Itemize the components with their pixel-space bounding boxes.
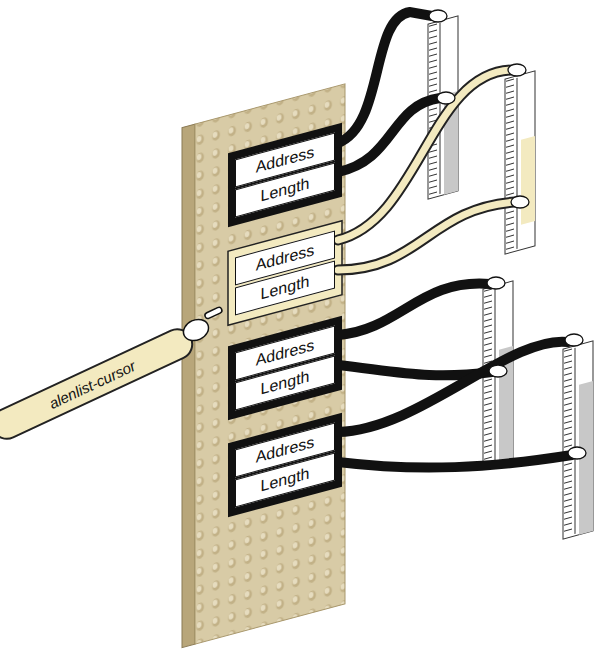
node-label: Length: [261, 367, 310, 398]
ruler-line: [439, 23, 440, 194]
address-cable: [338, 12, 432, 143]
address-cable: [338, 70, 512, 240]
ruler-ticks: [506, 80, 514, 251]
pegboard-face: [195, 84, 345, 644]
glove: [489, 365, 507, 377]
entry-frame-body: [228, 413, 342, 518]
pegboard: [182, 84, 345, 648]
node-label: Length: [261, 464, 310, 495]
glove-palm: [180, 315, 212, 344]
pegboard-edge: [182, 124, 195, 647]
ruler-body: [505, 71, 535, 254]
entry-frame: [228, 413, 342, 518]
cables: [338, 12, 572, 468]
pointing-hand: [180, 306, 223, 344]
glove: [487, 277, 505, 289]
ruler-fill: [521, 136, 535, 225]
glove: [429, 10, 447, 22]
entry-frame-body: [228, 123, 342, 228]
ruler-body: [563, 341, 593, 539]
address-cable-outline: [338, 70, 512, 240]
buffer-ruler: [505, 71, 535, 254]
entry-frame: [228, 316, 342, 421]
ruler-line: [516, 78, 517, 249]
entry-frame: [228, 123, 342, 228]
ruler-line: [574, 348, 575, 534]
buffer-ruler: [563, 341, 593, 539]
glove: [568, 447, 586, 459]
entry-frame-body: [228, 221, 342, 326]
length-cable: [338, 455, 572, 468]
address-cable: [338, 284, 490, 335]
gloved-hands: [429, 10, 586, 459]
ruler-ticks: [564, 350, 572, 536]
length-cable: [338, 202, 515, 270]
glove: [437, 92, 455, 104]
address-cable: [338, 342, 568, 432]
length-cable: [338, 365, 492, 375]
length-cable: [338, 98, 440, 172]
entry-frame-body: [228, 316, 342, 421]
glove: [565, 334, 583, 346]
entry-frame-current: [228, 221, 342, 326]
ruler-ticks: [429, 25, 437, 196]
glove-finger: [204, 306, 223, 319]
node-label: alenlist-cursor: [46, 357, 138, 412]
glove: [511, 196, 529, 208]
length-cable-outline: [338, 202, 515, 270]
glove: [508, 64, 526, 76]
node-label: Length: [261, 272, 310, 303]
cursor-tube: alenlist-cursor: [0, 323, 198, 445]
node-label: Length: [261, 174, 310, 205]
